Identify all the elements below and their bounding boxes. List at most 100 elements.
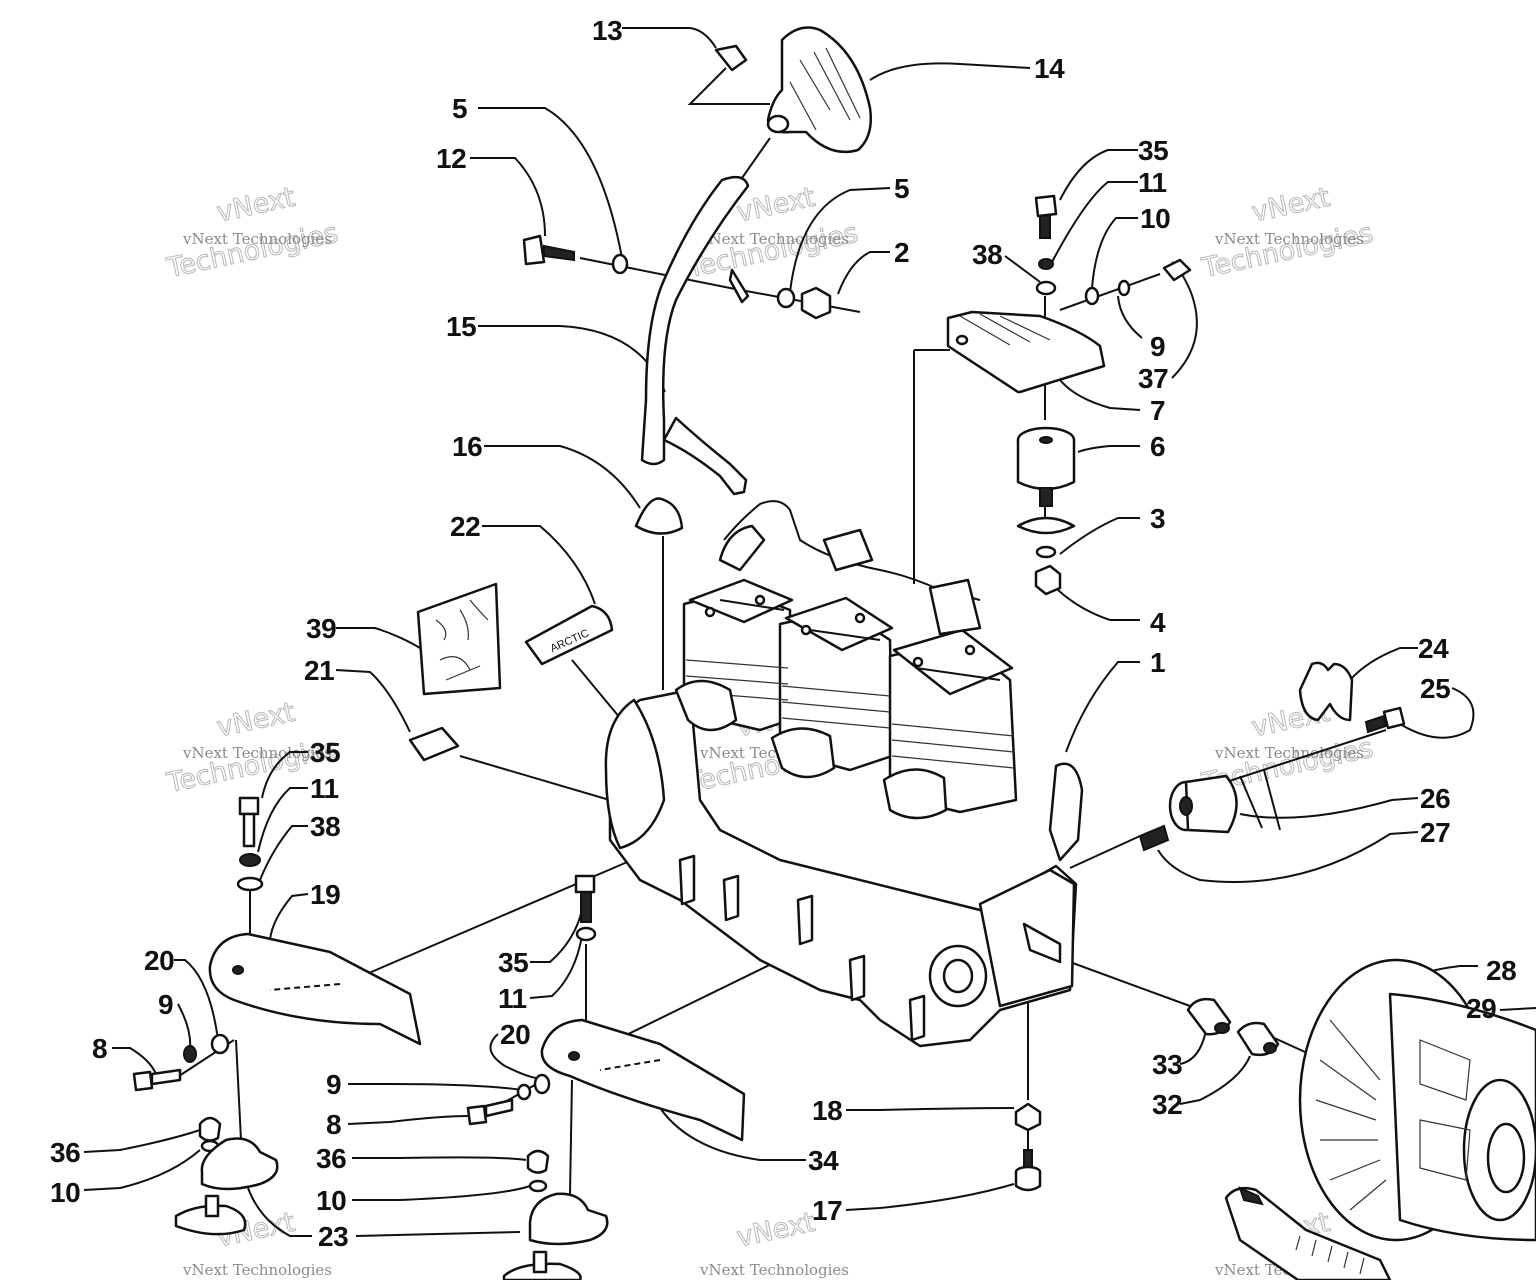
watermark-text: vNext Technologies (182, 744, 332, 762)
part-24-clip (1298, 661, 1354, 722)
part-20-washer (210, 1033, 230, 1055)
leader-38b (259, 825, 308, 881)
part-27-stud (1138, 824, 1170, 852)
leader-3 (1059, 517, 1140, 555)
leader-15 (478, 325, 666, 393)
leader-23 (247, 1187, 312, 1237)
part-2-nut (800, 286, 832, 320)
callout-18: 18 (812, 1095, 842, 1126)
leader-35c (530, 909, 583, 963)
watermark-tech: Technologies (164, 218, 341, 285)
callout-35: 35 (310, 737, 340, 768)
callout-12: 12 (436, 143, 466, 174)
callout-11: 11 (310, 773, 339, 804)
callout-23: 23 (318, 1221, 348, 1252)
part-12-bolt (522, 234, 575, 266)
callout-8: 8 (92, 1033, 107, 1064)
callout-37: 37 (1138, 363, 1168, 394)
part-9-lockwasher (1117, 279, 1131, 297)
callout-4: 4 (1150, 607, 1166, 638)
part-33-spacer (1186, 997, 1232, 1036)
part-17-spacer (1014, 1149, 1042, 1192)
leader-35b (261, 751, 308, 799)
watermark-text: vNext Technologies (182, 1261, 332, 1279)
callout-33: 33 (1152, 1049, 1182, 1080)
leader-20a (174, 959, 219, 1041)
assembly-line-clutch (1069, 961, 1306, 1053)
part-5-washer (611, 253, 629, 275)
watermark-text: vNext Technologies (182, 230, 332, 248)
part-9-lockwasher (183, 1045, 197, 1063)
leader-25 (1399, 687, 1475, 739)
callout-11: 11 (1138, 167, 1167, 198)
leader-34 (659, 1107, 806, 1161)
callout-11: 11 (498, 983, 527, 1014)
watermark-text: vNext Technologies (699, 230, 849, 248)
leader-21 (335, 669, 411, 733)
part-38-washer (1035, 280, 1057, 296)
leader-13-bracket (687, 67, 770, 105)
leader-22b (571, 659, 626, 725)
assembly-line-34b (569, 1079, 573, 1195)
leader-10c (352, 1185, 531, 1201)
callout-16: 16 (452, 431, 482, 462)
watermark-text: vNext Technologies (1214, 230, 1364, 248)
leader-9b (177, 1003, 192, 1051)
leader-11a (1051, 181, 1138, 263)
part-15-tube (640, 137, 771, 496)
part-21-decal (408, 726, 460, 762)
callout-15: 15 (446, 311, 476, 342)
part-5-washer (776, 287, 796, 309)
part-10-washer (1084, 286, 1100, 306)
callout-36: 36 (316, 1143, 346, 1174)
callout-3: 3 (1150, 503, 1165, 534)
callout-9: 9 (326, 1069, 341, 1100)
callout-28: 28 (1486, 955, 1516, 986)
leader-10b (83, 1149, 201, 1191)
assembly-line-21 (459, 755, 631, 807)
part-11-lockwasher (575, 926, 597, 942)
callout-39: 39 (306, 613, 336, 644)
callout-5: 5 (894, 173, 909, 204)
part-35-bolt (574, 874, 596, 923)
leader-18 (846, 1107, 1015, 1111)
leader-1 (1065, 661, 1140, 753)
watermark-tech: Technologies (1199, 218, 1376, 285)
callout-24: 24 (1418, 633, 1449, 664)
leader-11b (257, 787, 308, 853)
callout-8: 8 (326, 1109, 341, 1140)
leader-26 (1239, 797, 1419, 819)
part-3-washer (1035, 545, 1057, 559)
leader-4 (1057, 589, 1140, 621)
leader-36a (83, 1129, 201, 1153)
callout-labels: 13 14 5 12 5 2 15 16 22 35 11 10 38 9 37… (50, 15, 1517, 1252)
callout-6: 6 (1150, 431, 1165, 462)
callout-13: 13 (592, 15, 622, 46)
leader-13 (622, 27, 717, 49)
part-7-bracket (946, 310, 1106, 394)
part-6-mount (1016, 426, 1076, 507)
leader-lines (83, 27, 1536, 1237)
part-37-bolt (1162, 258, 1192, 282)
callout-7: 7 (1150, 395, 1165, 426)
part-11-lockwasher (1038, 258, 1054, 270)
callout-9: 9 (1150, 331, 1165, 362)
leader-5b (789, 187, 891, 293)
watermark-brand: vNext (214, 697, 298, 744)
part-35-bolt (238, 796, 260, 848)
leader-32 (1179, 1055, 1251, 1105)
part-32-spacer (1236, 1021, 1280, 1057)
part-10-washer (528, 1179, 548, 1193)
callout-38: 38 (972, 239, 1002, 270)
leader-27 (1157, 831, 1419, 883)
callout-32: 32 (1152, 1089, 1182, 1120)
part-19-bracket (208, 932, 422, 1046)
leader-8a (112, 1047, 157, 1075)
assembly-line-25 (1219, 729, 1387, 785)
callout-36: 36 (50, 1137, 80, 1168)
callout-35: 35 (1138, 135, 1168, 166)
part-8-bolt (132, 1068, 182, 1092)
leader-17 (845, 1183, 1015, 1211)
watermark-brand: vNext (734, 1207, 818, 1254)
